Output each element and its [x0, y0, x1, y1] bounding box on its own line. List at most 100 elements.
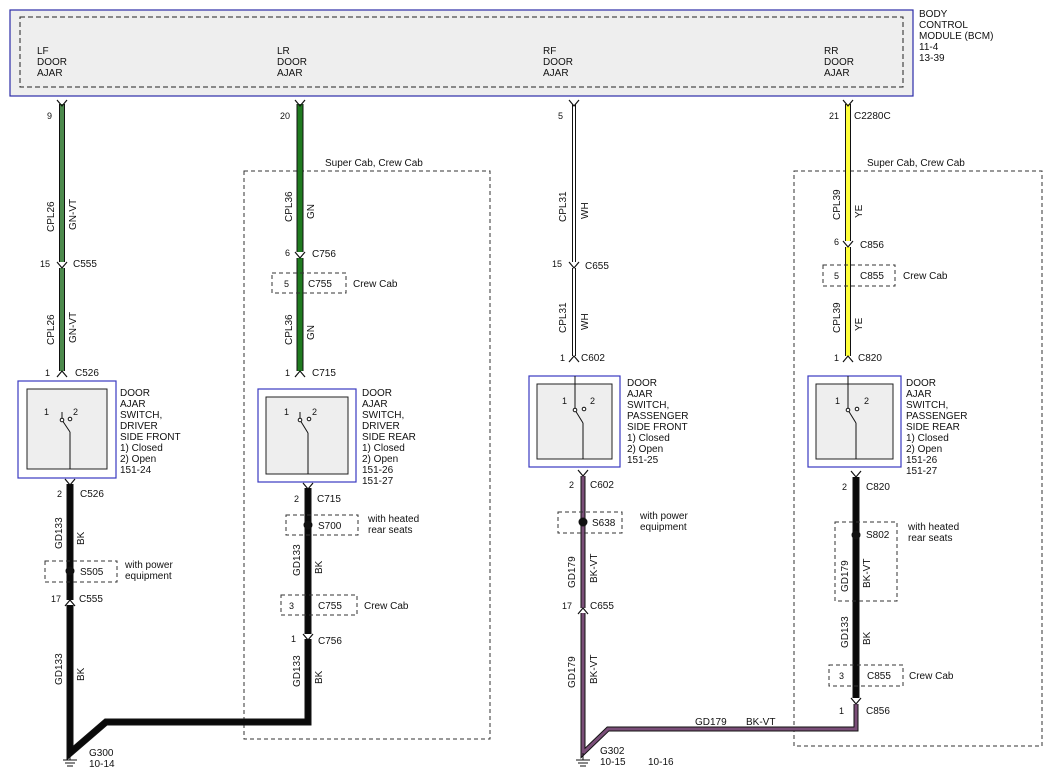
c602-chevron-lower	[577, 469, 589, 477]
wirecolor-bk-vt-horizontal: BK-VT	[746, 717, 775, 728]
splice-s700: S700	[318, 521, 342, 532]
switch-driver-front: 1 2	[17, 380, 117, 479]
svg-text:1: 1	[285, 368, 290, 378]
wirecolor-gn-upper: GN	[306, 204, 317, 219]
wire-rf-gd179-lower	[581, 613, 858, 757]
pin-rf-bcm: 5	[558, 111, 563, 121]
crew-cab-c755-box-lr-lower	[280, 594, 358, 616]
connector-c655-upper: C655	[585, 261, 609, 272]
svg-text:151-24: 151-24	[120, 465, 152, 476]
svg-text:2) Open: 2) Open	[627, 444, 663, 455]
wirecolor-gn-vt-lower: GN-VT	[68, 312, 79, 343]
connector-c715-lower: C715	[317, 494, 341, 505]
svg-text:AJAR: AJAR	[362, 399, 388, 410]
c655-chevron-upper	[568, 261, 580, 269]
c820-chevron-lower	[850, 470, 862, 478]
svg-text:151-26: 151-26	[906, 455, 938, 466]
circuit-cpl39-lower: CPL39	[832, 302, 843, 333]
svg-text:DRIVER: DRIVER	[120, 421, 158, 432]
svg-text:SIDE FRONT: SIDE FRONT	[627, 422, 688, 433]
bcm-input-rr-l3: AJAR	[824, 68, 850, 79]
splice-dot-s638	[578, 517, 588, 527]
connector-c756-upper: C756	[312, 249, 336, 260]
bcm-pin-chevron-lf	[56, 99, 68, 107]
bcm-pin-chevron-rf	[568, 99, 580, 107]
splice-s505: S505	[80, 567, 104, 578]
connector-c555-upper: C555	[73, 259, 97, 270]
crew-cab-note-lr-lower: Crew Cab	[364, 601, 409, 612]
circuit-cpl36-upper: CPL36	[284, 191, 295, 222]
circuit-cpl26-lower: CPL26	[46, 314, 57, 345]
bcm-input-lf-l3: AJAR	[37, 68, 63, 79]
wirecolor-bk-lf-lower: BK	[76, 667, 87, 681]
switch-driver-rear-label: DOOR AJAR SWITCH, DRIVER SIDE REAR 1) Cl…	[362, 388, 416, 487]
heated-seats-box-s700	[285, 514, 359, 536]
wirecolor-wh-lower: WH	[580, 313, 591, 330]
connector-c526-lower: C526	[80, 489, 104, 500]
svg-text:2) Open: 2) Open	[362, 454, 398, 465]
wirecolor-gn-lower: GN	[306, 325, 317, 340]
svg-text:3: 3	[839, 671, 844, 681]
bcm-input-rf-l1: RF	[543, 46, 556, 57]
connector-c555-lower: C555	[79, 594, 103, 605]
svg-text:2) Open: 2) Open	[120, 454, 156, 465]
c526-chevron-lower	[64, 478, 76, 486]
ground-g302-ref2: 10-16	[648, 757, 674, 768]
connector-c755-upper: C755	[308, 279, 332, 290]
svg-text:1: 1	[839, 706, 844, 716]
crew-cab-c755-box-lr	[271, 272, 347, 294]
bcm-input-rf-l2: DOOR	[543, 57, 573, 68]
c655-chevron-lower	[577, 607, 589, 615]
circuit-gd179-rf-upper: GD179	[567, 556, 578, 588]
wire-layer	[59, 104, 860, 761]
connector-labels: 9 20 5 21 C2280C 15 C555 6 C756 5 C755 C…	[40, 111, 959, 717]
bcm-name-l3: MODULE (BCM)	[919, 31, 993, 42]
switch-passenger-rear: 1 2	[807, 375, 902, 468]
circuit-gd179-rf-lower: GD179	[567, 656, 578, 688]
switch-pr-pin1: 1	[835, 396, 840, 406]
svg-text:with heated: with heated	[367, 514, 419, 525]
svg-text:SWITCH,: SWITCH,	[120, 410, 162, 421]
connector-c820-upper: C820	[858, 353, 882, 364]
switch-driver-front-label: DOOR AJAR SWITCH, DRIVER SIDE FRONT 1) C…	[120, 388, 181, 476]
crew-cab-note-rr-upper: Crew Cab	[903, 271, 948, 282]
bcm-input-rr-l1: RR	[824, 46, 838, 57]
svg-text:AJAR: AJAR	[906, 389, 932, 400]
bcm-name-l1: BODY	[919, 9, 948, 20]
circuit-labels: CPL26 GN-VT CPL26 GN-VT CPL36 GN CPL36 G…	[46, 189, 873, 728]
svg-text:2: 2	[569, 480, 574, 490]
bcm-pin-chevron-rr	[842, 99, 854, 107]
c856-chevron-lower	[850, 697, 862, 705]
svg-text:5: 5	[834, 271, 839, 281]
crew-cab-note-lr-upper: Crew Cab	[353, 279, 398, 290]
splice-dot-s802	[851, 530, 861, 540]
c555-chevron-lower	[64, 599, 76, 607]
circuit-cpl31-upper: CPL31	[558, 191, 569, 222]
switch-df-pin1: 1	[44, 407, 49, 417]
bcm-pin-chevron-lr	[294, 99, 306, 107]
circuit-gd179-horizontal: GD179	[695, 717, 727, 728]
svg-text:1) Closed: 1) Closed	[906, 433, 949, 444]
c602-chevron-upper	[568, 355, 580, 363]
wirecolor-bk-lr-lower: BK	[314, 670, 325, 684]
ground-g302-ref: 10-15	[600, 757, 626, 768]
c555-chevron-upper	[56, 261, 68, 269]
svg-text:equipment: equipment	[125, 571, 172, 582]
svg-text:SIDE FRONT: SIDE FRONT	[120, 432, 181, 443]
heated-seats-box-s802	[834, 521, 898, 602]
super-crew-cab-label-lr: Super Cab, Crew Cab	[325, 158, 423, 169]
wirecolor-ye-upper: YE	[854, 204, 865, 218]
wirecolor-bk-vt-rf-upper: BK-VT	[589, 554, 600, 583]
bcm-input-lr-l1: LR	[277, 46, 290, 57]
svg-text:with power: with power	[639, 511, 688, 522]
svg-text:3: 3	[289, 601, 294, 611]
c756-chevron-upper	[294, 251, 306, 259]
ground-g300-name: G300	[89, 748, 114, 759]
switch-driver-rear: 1 2	[257, 388, 357, 483]
svg-text:DOOR: DOOR	[120, 388, 150, 399]
switch-dr-pin2: 2	[312, 407, 317, 417]
body-control-module: LF DOOR AJAR LR DOOR AJAR RF DOOR AJAR R…	[9, 9, 914, 97]
connector-c856-lower: C856	[866, 706, 890, 717]
bcm-name-l4: 11-4	[919, 42, 939, 53]
